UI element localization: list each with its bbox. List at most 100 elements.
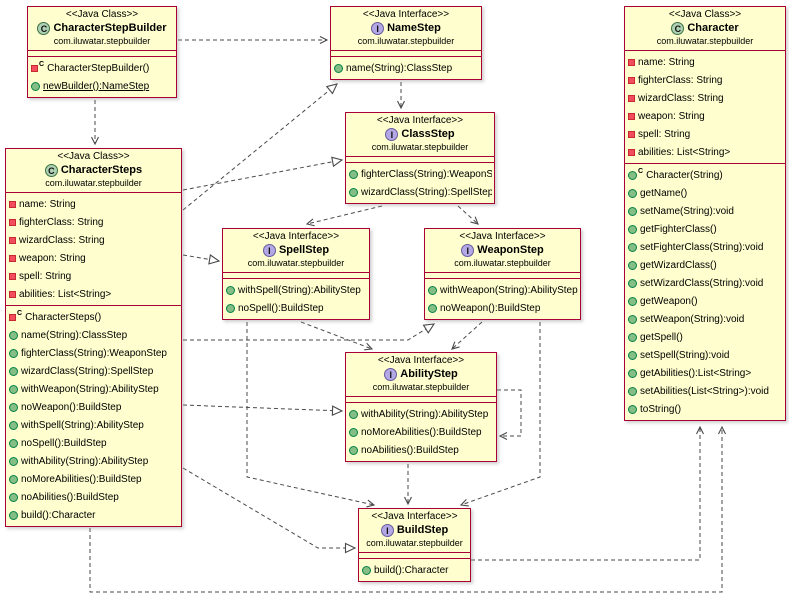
member-label: Character(String)	[646, 169, 723, 181]
methods-compartment: withAbility(String):AbilityStep noMoreAbi…	[346, 402, 496, 461]
stereotype-label: <<Java Interface>>	[371, 511, 458, 522]
realization-edge-charactersteps-to-classstep	[182, 156, 344, 191]
public-method-icon	[9, 474, 18, 484]
class-name: Character	[687, 22, 739, 34]
methods-compartment: name(String):ClassStep	[331, 56, 481, 79]
field-row: fighterClass: String	[627, 71, 783, 89]
member-label: noAbilities():BuildStep	[21, 491, 119, 503]
public-method-icon	[9, 456, 18, 466]
method-row: fighterClass(String):WeaponStep	[8, 344, 179, 362]
public-method-icon	[628, 188, 637, 198]
member-label: newBuilder():NameStep	[43, 80, 150, 92]
stereotype-label: <<Java Interface>>	[377, 355, 465, 366]
field-row: wizardClass: String	[8, 231, 179, 249]
fields-compartment	[28, 50, 176, 56]
fields-compartment	[425, 272, 580, 278]
field-row: fighterClass: String	[8, 213, 179, 231]
private-field-icon	[9, 200, 16, 208]
class-name: ClassStep	[401, 128, 455, 140]
method-row: getWizardClass()	[627, 256, 783, 274]
interface-spot-icon: I	[461, 244, 475, 257]
dependency-edge-classstep-to-weaponstep	[457, 205, 479, 225]
method-row: newBuilder():NameStep	[30, 77, 174, 95]
member-label: CharacterStepBuilder()	[47, 62, 150, 74]
interface-box-weapon-step: <<Java Interface>> I WeaponStep com.iluw…	[424, 228, 581, 320]
private-field-icon	[9, 218, 16, 226]
class-header: <<Java Interface>> I NameStep com.iluwat…	[331, 7, 481, 50]
class-spot-icon: C	[37, 22, 51, 35]
method-row: setSpell(String):void	[627, 346, 783, 364]
member-label: noMoreAbilities():BuildStep	[361, 426, 482, 438]
private-field-icon	[628, 94, 635, 102]
member-label: fighterClass: String	[19, 216, 104, 228]
public-method-icon	[226, 303, 235, 313]
private-field-icon	[9, 272, 16, 280]
method-row: getWeapon()	[627, 292, 783, 310]
realization-edge-charactersteps-to-abilitystep	[182, 404, 344, 416]
public-method-icon	[9, 438, 18, 448]
public-method-icon	[628, 242, 637, 252]
stereotype-label: <<Java Interface>>	[362, 9, 450, 20]
member-label: noMoreAbilities():BuildStep	[21, 473, 142, 485]
private-constructor-icon	[9, 313, 16, 321]
member-label: build():Character	[374, 564, 449, 576]
stereotype-label: <<Java Class>>	[668, 9, 742, 20]
public-method-icon	[9, 348, 18, 358]
private-field-icon	[9, 254, 16, 262]
private-field-icon	[628, 112, 635, 120]
class-header: <<Java Interface>> I BuildStep com.iluwa…	[359, 509, 470, 552]
public-constructor-icon	[628, 170, 637, 180]
package-label: com.iluwatar.stepbuilder	[45, 178, 142, 188]
member-label: fighterClass(String):WeaponStep	[21, 347, 167, 359]
public-method-icon	[9, 384, 18, 394]
member-label: setSpell(String):void	[640, 349, 730, 361]
member-label: wizardClass(String):SpellStep	[361, 186, 492, 198]
public-method-icon	[628, 368, 637, 378]
public-method-icon	[428, 285, 437, 295]
member-label: setAbilities(List<String>):void	[640, 385, 769, 397]
method-row: setAbilities(List<String>):void	[627, 382, 783, 400]
member-label: getSpell()	[640, 331, 683, 343]
method-row: withAbility(String):AbilityStep	[348, 405, 494, 423]
stereotype-label: <<Java Interface>>	[252, 231, 340, 242]
method-row: wizardClass(String):SpellStep	[348, 183, 492, 201]
private-field-icon	[628, 148, 635, 156]
field-row: weapon: String	[8, 249, 179, 267]
dependency-edge-spellstep-to-abilitystep	[300, 321, 374, 351]
public-method-icon	[362, 565, 371, 575]
class-name: WeaponStep	[477, 244, 544, 256]
public-method-icon	[628, 260, 637, 270]
method-row: getAbilities():List<String>	[627, 364, 783, 382]
class-name: BuildStep	[396, 524, 449, 536]
field-row: name: String	[8, 195, 179, 213]
public-method-icon	[31, 81, 40, 91]
class-spot-icon: C	[671, 22, 685, 35]
public-method-icon	[628, 332, 637, 342]
public-method-icon	[9, 366, 18, 376]
dependency-edge-spellstep-to-buildstep	[246, 322, 376, 508]
method-row: setWeapon(String):void	[627, 310, 783, 328]
method-row: getName()	[627, 184, 783, 202]
method-row: withWeapon(String):AbilityStep	[8, 380, 179, 398]
method-row: withWeapon(String):AbilityStep	[427, 281, 578, 299]
interface-box-ability-step: <<Java Interface>> I AbilityStep com.ilu…	[345, 352, 497, 462]
member-label: wizardClass: String	[19, 234, 105, 246]
member-label: getName()	[640, 187, 688, 199]
private-field-icon	[9, 236, 16, 244]
private-field-icon	[9, 290, 16, 298]
member-label: noSpell():BuildStep	[238, 302, 324, 314]
class-box-character: <<Java Class>> C Character com.iluwatar.…	[624, 6, 786, 421]
stereotype-label: <<Java Class>>	[65, 9, 139, 20]
class-header: <<Java Class>> C CharacterStepBuilder co…	[28, 7, 176, 50]
member-label: name(String):ClassStep	[346, 62, 453, 74]
public-method-icon	[349, 427, 358, 437]
stereotype-label: <<Java Interface>>	[459, 231, 546, 242]
member-label: name(String):ClassStep	[21, 329, 128, 341]
public-method-icon	[334, 63, 343, 73]
realization-edge-charactersteps-to-namestep	[182, 83, 338, 211]
method-row: noAbilities():BuildStep	[8, 488, 179, 506]
public-method-icon	[628, 224, 637, 234]
